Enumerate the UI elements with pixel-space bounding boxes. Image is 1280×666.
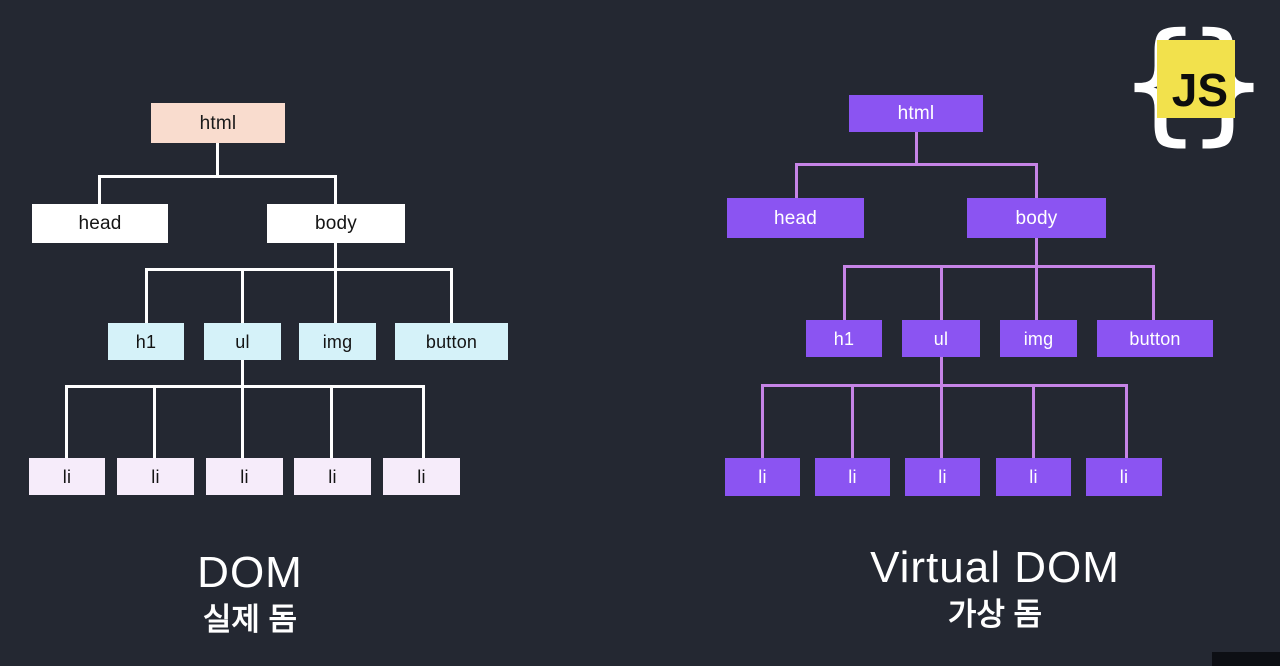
v-connector-button-down bbox=[1152, 265, 1155, 320]
connector-body-bus bbox=[145, 268, 453, 271]
v-node-li[interactable]: li bbox=[725, 458, 800, 496]
real-dom-subtitle: 실제 돔 bbox=[202, 602, 298, 638]
connector-head-down bbox=[98, 175, 101, 204]
v-connector-body-bus bbox=[843, 265, 1155, 268]
connector-html-bus bbox=[98, 175, 337, 178]
v-connector-li-bus bbox=[761, 384, 1128, 387]
v-node-html[interactable]: html bbox=[849, 95, 983, 132]
node-li[interactable]: li bbox=[206, 458, 283, 495]
v-connector-ul-stem bbox=[940, 357, 943, 458]
connector-h1-down bbox=[145, 268, 148, 323]
connector-li5-down bbox=[422, 385, 425, 458]
javascript-logo-icon: { } JS bbox=[1118, 16, 1270, 148]
virtual-dom-caption: Virtual DOM 가상 돔 bbox=[815, 543, 1175, 633]
connector-ul-stem bbox=[241, 360, 244, 460]
v-node-li[interactable]: li bbox=[1086, 458, 1162, 496]
node-button[interactable]: button bbox=[395, 323, 508, 360]
node-li[interactable]: li bbox=[383, 458, 460, 495]
virtual-dom-subtitle: 가상 돔 bbox=[947, 597, 1043, 633]
v-connector-li4-down bbox=[1032, 384, 1035, 458]
v-connector-ul-down bbox=[940, 265, 943, 320]
real-dom-title: DOM bbox=[197, 548, 303, 597]
connector-li-bus bbox=[65, 385, 425, 388]
node-li[interactable]: li bbox=[117, 458, 194, 495]
v-node-li[interactable]: li bbox=[996, 458, 1071, 496]
node-html[interactable]: html bbox=[151, 103, 285, 143]
real-dom-caption: DOM 실제 돔 bbox=[70, 548, 430, 638]
node-h1[interactable]: h1 bbox=[108, 323, 184, 360]
node-img[interactable]: img bbox=[299, 323, 376, 360]
v-connector-body-down bbox=[1035, 163, 1038, 198]
connector-ul-down bbox=[241, 268, 244, 323]
connector-html-down bbox=[216, 143, 219, 175]
v-connector-head-down bbox=[795, 163, 798, 198]
v-connector-h1-down bbox=[843, 265, 846, 320]
v-node-head[interactable]: head bbox=[727, 198, 864, 238]
connector-li1-down bbox=[65, 385, 68, 458]
v-node-ul[interactable]: ul bbox=[902, 320, 980, 357]
connector-body-down bbox=[334, 175, 337, 204]
v-node-img[interactable]: img bbox=[1000, 320, 1077, 357]
v-node-h1[interactable]: h1 bbox=[806, 320, 882, 357]
node-ul[interactable]: ul bbox=[204, 323, 281, 360]
node-head[interactable]: head bbox=[32, 204, 168, 243]
v-connector-li2-down bbox=[851, 384, 854, 458]
connector-body-stem bbox=[334, 243, 337, 323]
connector-button-down bbox=[450, 268, 453, 323]
virtual-dom-title: Virtual DOM bbox=[870, 543, 1120, 592]
frame-corner-patch bbox=[1212, 652, 1280, 666]
v-connector-li1-down bbox=[761, 384, 764, 458]
v-node-li[interactable]: li bbox=[815, 458, 890, 496]
v-connector-html-down bbox=[915, 131, 918, 163]
js-label: JS bbox=[1171, 64, 1228, 116]
v-node-button[interactable]: button bbox=[1097, 320, 1213, 357]
v-connector-html-bus bbox=[795, 163, 1038, 166]
node-body[interactable]: body bbox=[267, 204, 405, 243]
connector-li2-down bbox=[153, 385, 156, 458]
js-square: JS bbox=[1157, 40, 1235, 118]
node-li[interactable]: li bbox=[29, 458, 105, 495]
connector-li4-down bbox=[330, 385, 333, 458]
v-connector-li5-down bbox=[1125, 384, 1128, 458]
v-connector-body-stem bbox=[1035, 238, 1038, 320]
v-node-li[interactable]: li bbox=[905, 458, 980, 496]
node-li[interactable]: li bbox=[294, 458, 371, 495]
v-node-body[interactable]: body bbox=[967, 198, 1106, 238]
